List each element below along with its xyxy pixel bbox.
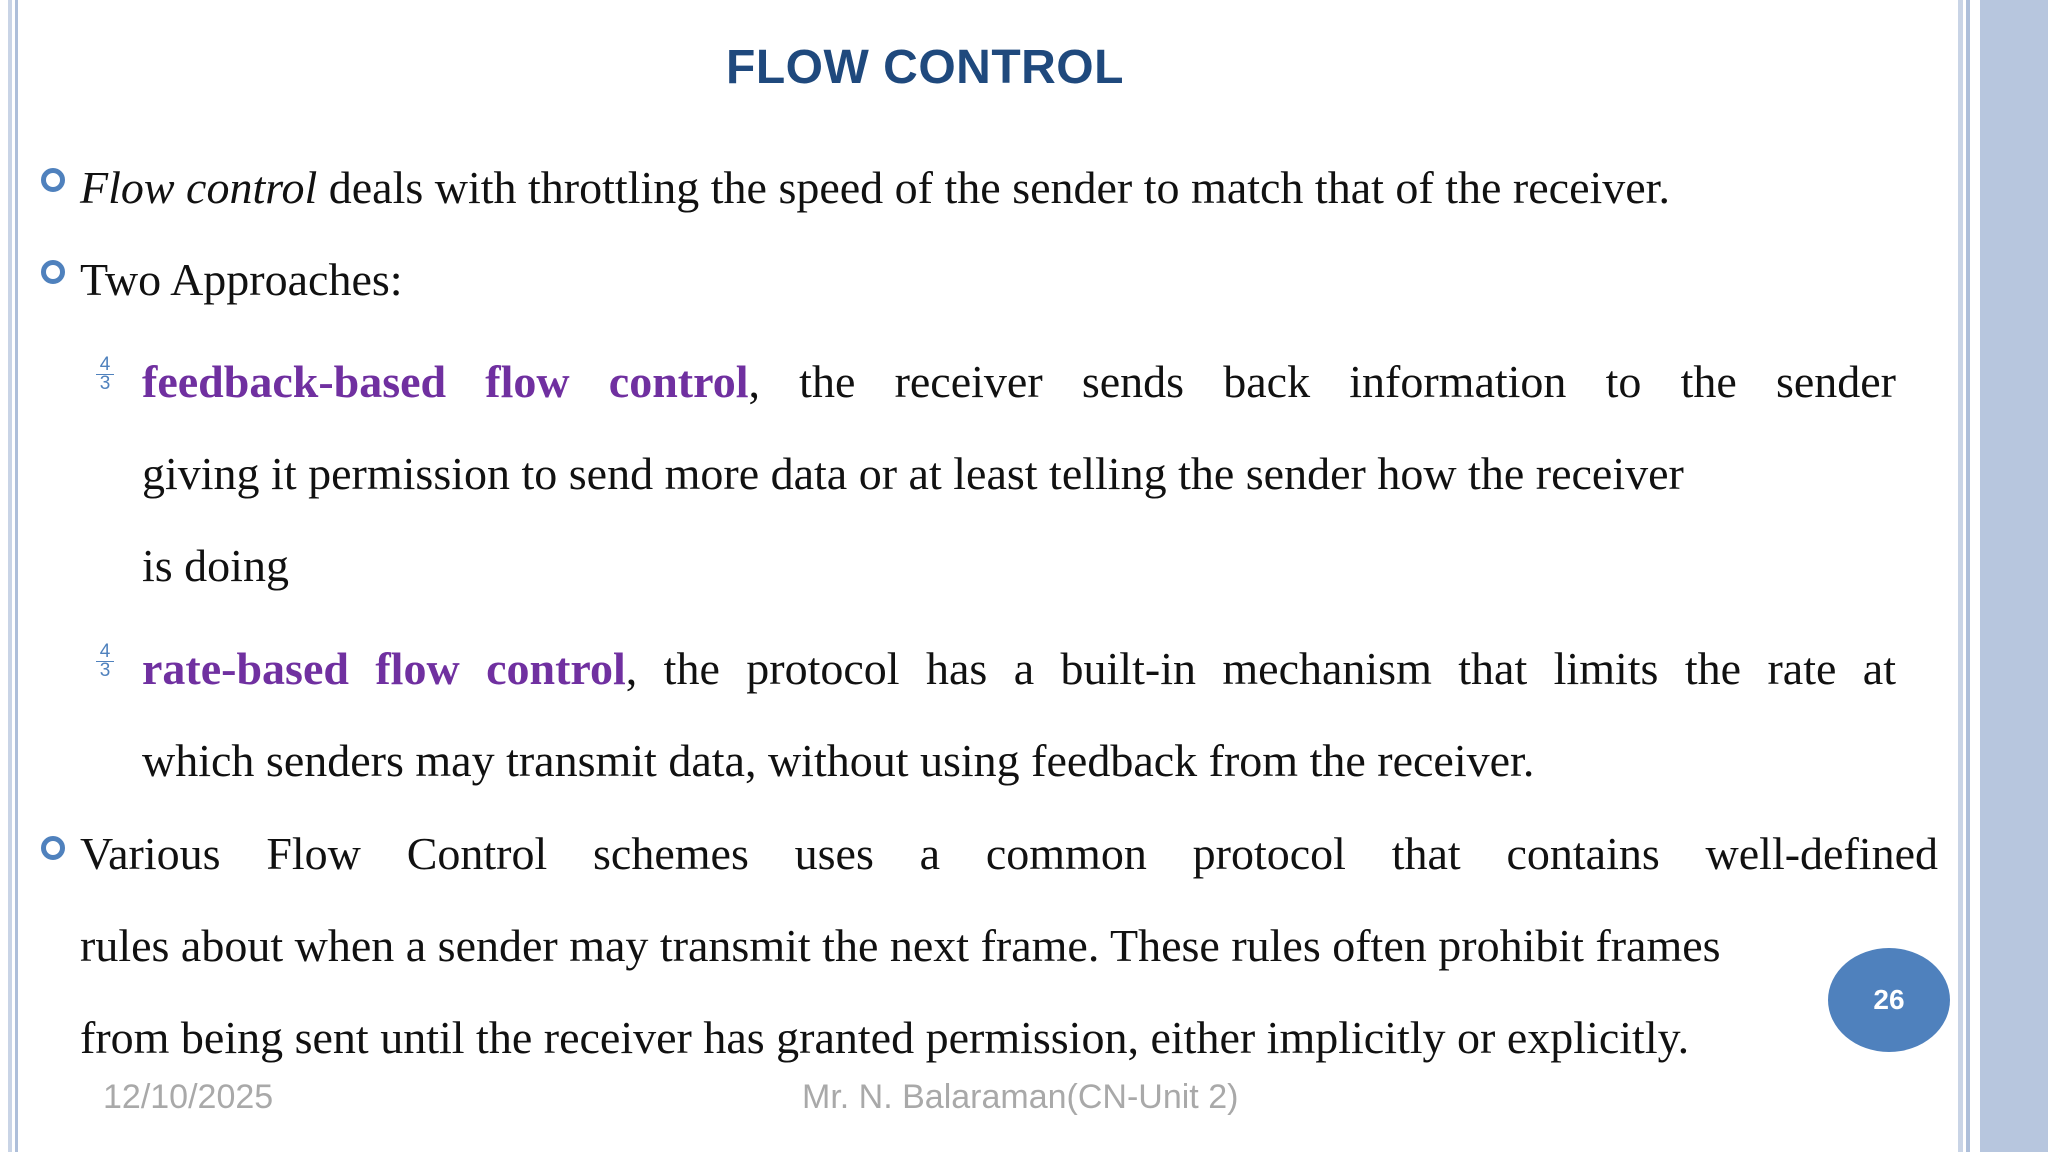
sub-2-rest: , the protocol has a built-in mechanism … — [625, 643, 1896, 694]
sub-2-line-2: which senders may transmit data, without… — [142, 735, 1535, 786]
footer-date: 12/10/2025 — [103, 1078, 274, 1116]
bullet-3-line-2: rules about when a sender may transmit t… — [80, 920, 1721, 971]
bullet-1-rest: deals with throttling the speed of the s… — [317, 162, 1670, 213]
bullet-3-line-1: Various Flow Control schemes uses a comm… — [80, 828, 1938, 879]
sub-1-line-1: feedback-based flow control, the receive… — [142, 354, 1896, 410]
frame-right-line — [1958, 0, 1963, 1152]
bullet-1-text: Flow control deals with throttling the s… — [80, 160, 1670, 216]
sub-2-bold: rate-based flow control — [142, 643, 626, 694]
frame-right-band — [1980, 0, 2048, 1152]
bullet-ring-icon — [41, 260, 65, 284]
sub-1-line-2: giving it permission to send more data o… — [142, 448, 1684, 499]
bullet-1-italic: Flow control — [80, 162, 318, 213]
frame-left-line-inner — [15, 0, 18, 1152]
bullet-2-text: Two Approaches: — [80, 254, 403, 305]
bullet-ring-icon — [41, 836, 65, 860]
frame-left-line — [8, 0, 12, 1152]
page-number-badge: 26 — [1828, 948, 1950, 1052]
page-number: 26 — [1873, 984, 1905, 1015]
sub-1-bold: feedback-based flow control — [142, 356, 749, 407]
bullet-ring-icon — [41, 168, 65, 192]
frame-right-line-inner — [1966, 0, 1970, 1152]
footer-author: Mr. N. Balaraman(CN-Unit 2) — [802, 1078, 1239, 1116]
sub-1-rest: , the receiver sends back information to… — [748, 356, 1897, 407]
sub-2-line-1: rate-based flow control, the protocol ha… — [142, 641, 1896, 697]
sub-1-line-3: is doing — [142, 540, 289, 591]
bullet-3-line-3: from being sent until the receiver has g… — [80, 1012, 1690, 1063]
slide-title: FLOW CONTROL — [726, 41, 1124, 94]
